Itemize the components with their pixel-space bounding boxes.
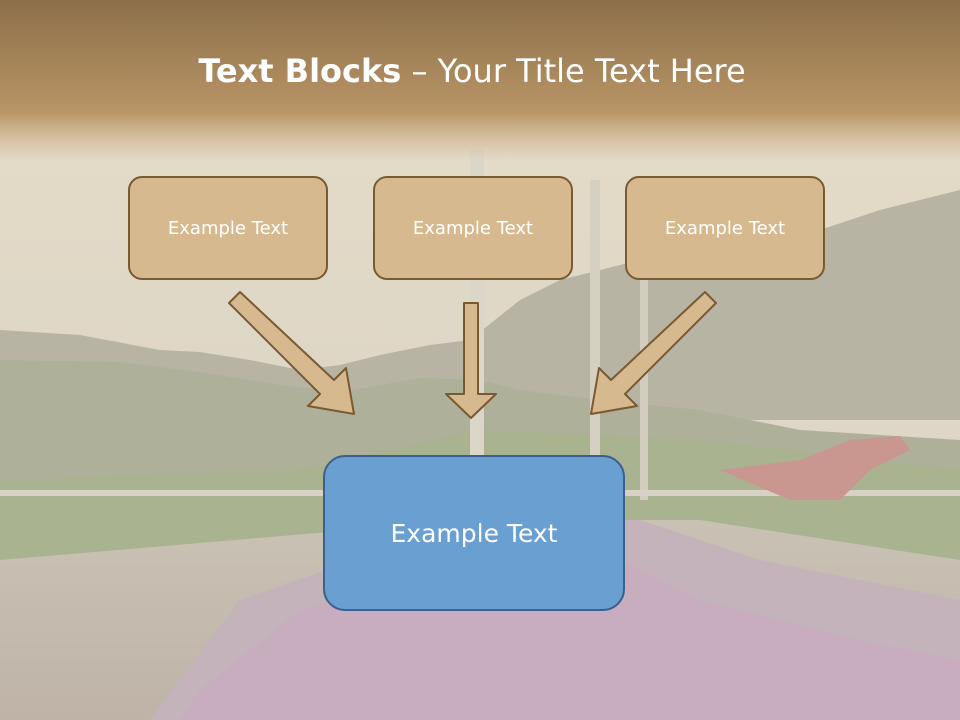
text-block-bottom[interactable]: Example Text	[323, 455, 625, 611]
arrow-left	[228, 291, 355, 415]
text-block-top-right-label: Example Text	[664, 217, 786, 239]
slide-title-rest: – Your Title Text Here	[401, 52, 746, 90]
slide-title-bold: Text Blocks	[198, 52, 402, 90]
text-block-top-center-label: Example Text	[412, 217, 534, 239]
text-block-top-left-label: Example Text	[167, 217, 289, 239]
text-block-top-right[interactable]: Example Text	[625, 176, 825, 280]
slide-title: Text Blocks – Your Title Text Here	[0, 52, 944, 90]
text-block-bottom-label: Example Text	[390, 518, 558, 548]
text-block-top-left[interactable]: Example Text	[128, 176, 328, 280]
arrow-right	[590, 291, 717, 415]
arrow-center	[445, 302, 497, 419]
text-block-top-center[interactable]: Example Text	[373, 176, 573, 280]
